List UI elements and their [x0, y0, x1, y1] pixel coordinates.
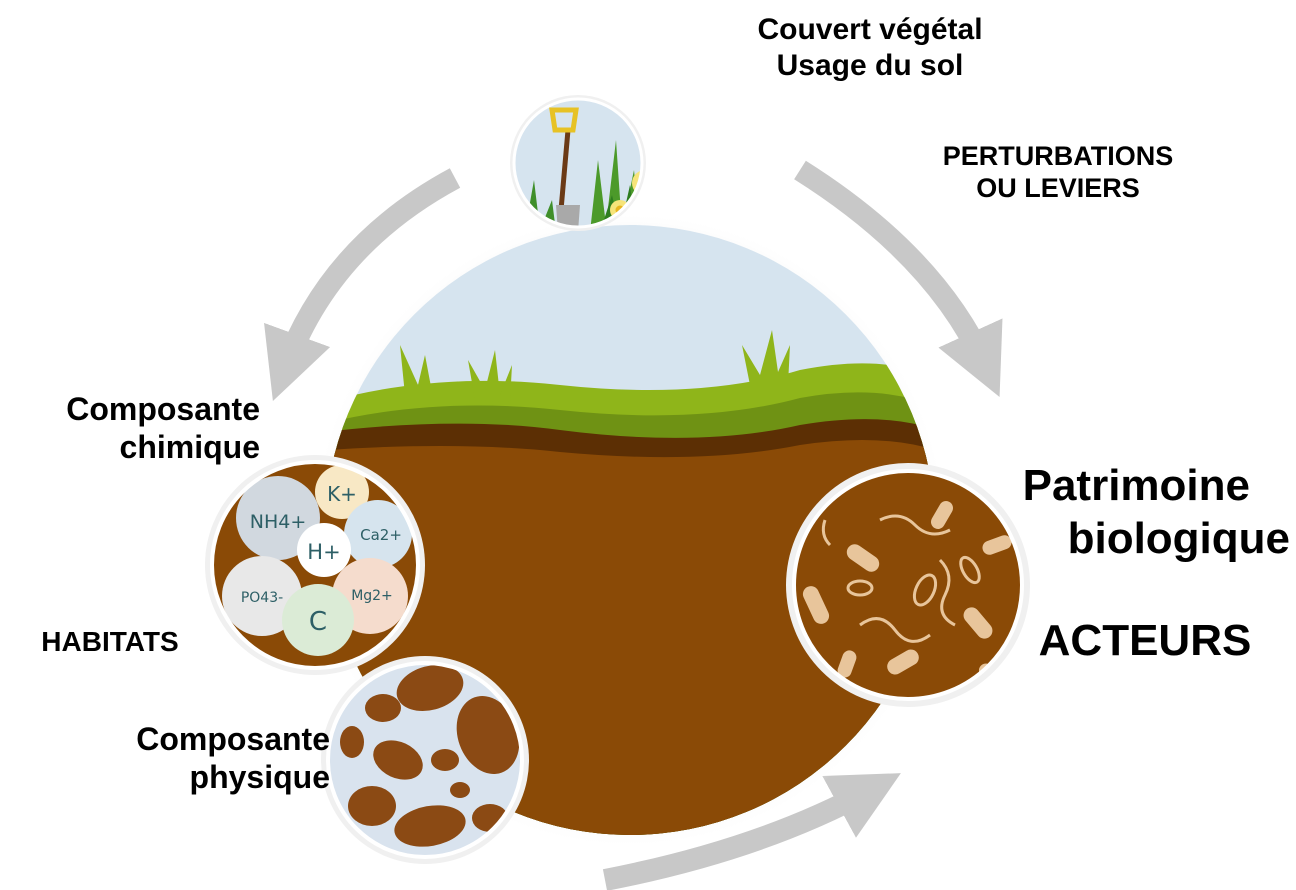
ion-c: C	[309, 607, 327, 637]
label-couvert-vegetal-line1: Couvert végétal	[710, 12, 1030, 48]
ion-ca: Ca2+	[360, 526, 402, 544]
label-physique-line1: Composante	[70, 720, 330, 758]
label-patrimoine: Patrimoine	[1000, 460, 1290, 513]
label-perturbations-line2: OU LEVIERS	[918, 172, 1198, 204]
label-chimique-line2: chimique	[0, 428, 260, 466]
ion-nh4: NH4+	[250, 511, 307, 533]
label-patrimoine-biologique: Patrimoine biologique	[1000, 460, 1290, 566]
label-perturbations: PERTURBATIONS OU LEVIERS	[918, 140, 1198, 205]
physical-circle	[320, 655, 530, 865]
chemical-circle: NH4+ K+ Ca2+ H+ PO43- Mg2+ C	[205, 455, 425, 675]
label-chimique-line1: Composante	[0, 390, 260, 428]
label-perturbations-line1: PERTURBATIONS	[918, 140, 1198, 172]
label-biologique: biologique	[1000, 513, 1290, 566]
ion-mg: Mg2+	[351, 588, 393, 604]
label-habitats: HABITATS	[20, 625, 200, 659]
ion-po4: PO43-	[241, 590, 283, 606]
ion-h: H+	[307, 540, 340, 564]
ion-k: K+	[327, 482, 357, 506]
label-physique-line2: physique	[70, 758, 330, 796]
label-acteurs: ACTEURS	[1020, 615, 1270, 668]
label-couvert-vegetal: Couvert végétal Usage du sol	[710, 12, 1030, 84]
label-composante-chimique: Composante chimique	[0, 390, 260, 467]
label-composante-physique: Composante physique	[70, 720, 330, 797]
label-usage-du-sol: Usage du sol	[710, 48, 1030, 84]
